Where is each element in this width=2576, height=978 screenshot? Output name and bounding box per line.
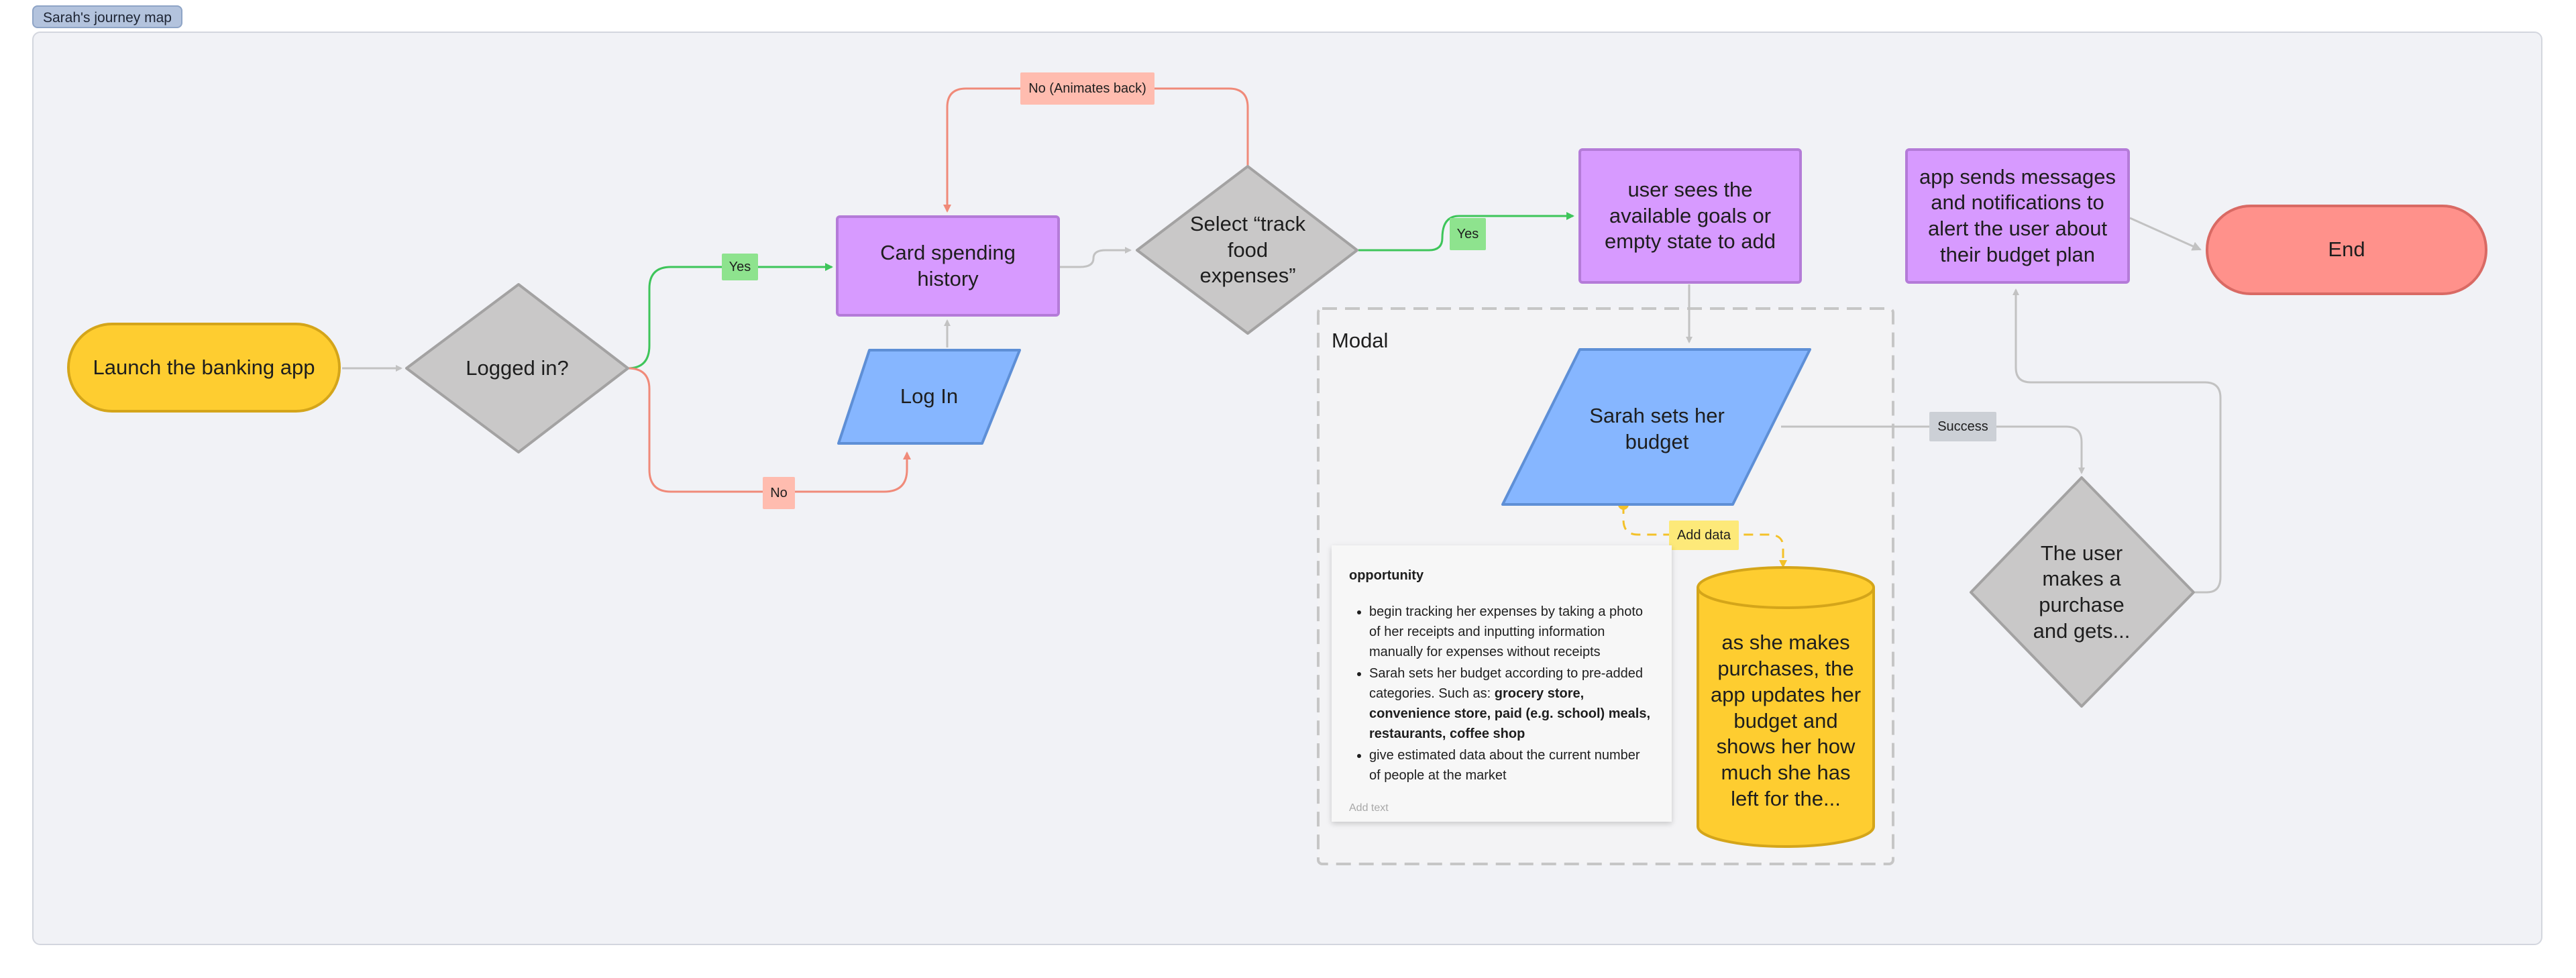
- connector-card-select: [1059, 247, 1132, 268]
- connector-select-goals-yes: [1358, 212, 1574, 252]
- end-shape[interactable]: [2206, 205, 2487, 295]
- modal-title: Modal: [1332, 329, 1389, 352]
- note-bullet-1: begin tracking her expenses by taking a …: [1369, 602, 1654, 662]
- opportunity-note[interactable]: opportunity begin tracking her expenses …: [1332, 545, 1672, 822]
- select-food-shape[interactable]: [1136, 165, 1358, 335]
- connector-appsends-end: [2129, 217, 2202, 251]
- logged-in-label: Logged in?: [466, 356, 569, 380]
- purchase-shape[interactable]: [1970, 476, 2195, 708]
- note-title: opportunity: [1349, 568, 1424, 583]
- frame-label[interactable]: Sarah's journey map: [32, 5, 182, 28]
- connector-select-card-no: [943, 87, 1249, 213]
- label-yes-2: Yes: [1450, 218, 1486, 250]
- sets-budget-label: Sarah sets her budget: [1589, 404, 1725, 453]
- label-no-animates-back: No (Animates back): [1020, 72, 1155, 105]
- launch-label: Launch the banking app: [93, 355, 315, 379]
- database-shape[interactable]: [1697, 566, 1875, 848]
- label-add-data: Add data: [1669, 521, 1739, 550]
- log-in-label: Log In: [900, 384, 959, 409]
- note-add-text[interactable]: Add text: [1349, 802, 1389, 814]
- label-yes-1: Yes: [722, 254, 758, 280]
- note-bullet-2-categories: grocery store, convenience store, paid (…: [1369, 686, 1651, 741]
- card-history-label: Card spending history: [880, 240, 1016, 290]
- connector-purchase-appsends: [2012, 288, 2222, 594]
- user-sees-goals-label: user sees the available goals or empty s…: [1604, 177, 1776, 254]
- sets-budget-shape[interactable]: [1501, 348, 1811, 506]
- connector-loggedin-card-yes: [627, 263, 833, 370]
- card-history-shape[interactable]: [836, 215, 1060, 317]
- label-no-1: No: [763, 477, 795, 509]
- user-sees-goals-shape[interactable]: [1578, 148, 1802, 284]
- note-bullet-3: give estimated data about the current nu…: [1369, 745, 1654, 785]
- label-success: Success: [1929, 412, 1996, 441]
- note-bullet-2: Sarah sets her budget according to pre-a…: [1369, 663, 1654, 744]
- connector-budget-purchase-success: [1781, 425, 2085, 474]
- app-sends-label: app sends messages and notifications to …: [1919, 164, 2116, 266]
- purchase-label: The user makes a purchase and gets...: [2033, 541, 2131, 643]
- select-food-label: Select “track food expenses”: [1189, 211, 1306, 288]
- note-bullet-2-text: Sarah sets her budget according to pre-a…: [1369, 666, 1644, 701]
- logged-in-shape[interactable]: [405, 283, 629, 453]
- launch-shape[interactable]: [67, 323, 341, 413]
- database-label: as she makes purchases, the app updates …: [1710, 631, 1862, 810]
- app-sends-shape[interactable]: [1905, 148, 2130, 284]
- log-in-shape[interactable]: [837, 349, 1021, 445]
- note-bullet-list: begin tracking her expenses by taking a …: [1349, 602, 1654, 785]
- end-label: End: [2328, 237, 2365, 262]
- connector-loggedin-login-no: [627, 367, 911, 493]
